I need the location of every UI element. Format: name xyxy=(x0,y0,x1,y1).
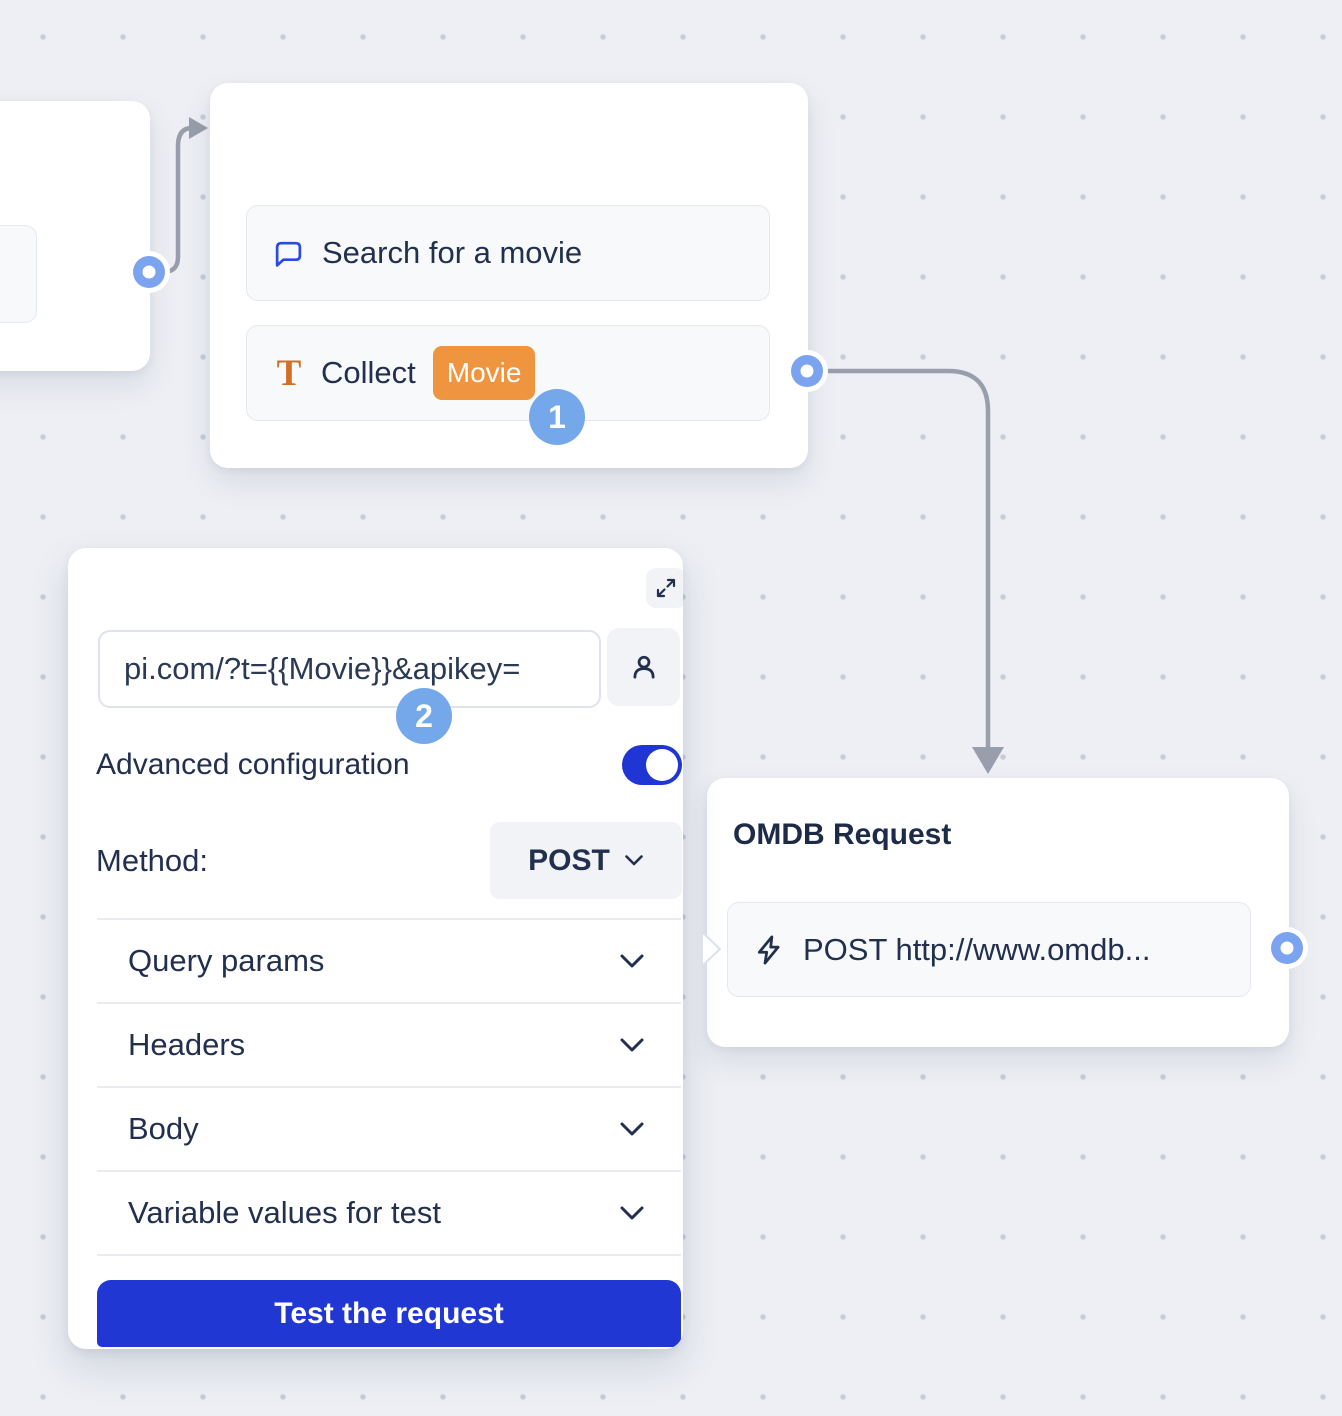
url-input[interactable] xyxy=(98,630,601,708)
omdb-request-title: OMDB Request xyxy=(733,818,952,851)
movie-search-collect-item[interactable]: T Collect Movie xyxy=(246,325,770,421)
variable-chip-movie: Movie xyxy=(432,346,536,400)
expand-button[interactable] xyxy=(646,568,683,608)
section-query-params[interactable]: Query params xyxy=(97,918,681,1002)
method-dropdown[interactable]: POST xyxy=(490,822,682,899)
movie-search-node-card[interactable]: Movie search Search for a movie T Collec… xyxy=(210,83,808,468)
edge-previous-to-movie-search xyxy=(146,125,195,275)
section-body[interactable]: Body xyxy=(97,1086,681,1170)
section-label: Query params xyxy=(128,943,325,978)
section-label: Variable values for test xyxy=(128,1195,442,1230)
collect-item-label: Collect xyxy=(321,355,416,390)
webhook-editor-panel: Advanced configuration Method: POST Quer… xyxy=(68,548,683,1349)
advanced-configuration-row: Advanced configuration xyxy=(96,743,682,787)
previous-node-item[interactable] xyxy=(0,225,37,323)
advanced-configuration-toggle[interactable] xyxy=(622,745,682,785)
arrowhead-right-icon xyxy=(189,117,208,139)
chevron-down-icon xyxy=(620,1206,644,1220)
chevron-down-icon xyxy=(620,1122,644,1136)
chevron-down-icon xyxy=(620,954,644,968)
edge-movie-search-to-omdb xyxy=(804,368,991,753)
section-headers[interactable]: Headers xyxy=(97,1002,681,1086)
test-request-button[interactable]: Test the request xyxy=(97,1280,681,1347)
movie-search-question-item[interactable]: Search for a movie xyxy=(246,205,770,301)
person-icon xyxy=(633,655,654,679)
method-value: POST xyxy=(528,843,610,877)
lightning-icon xyxy=(757,934,780,965)
method-label: Method: xyxy=(96,842,209,878)
step-badge-2: 2 xyxy=(396,688,452,744)
text-collect-icon: T xyxy=(276,352,302,394)
chat-bubble-icon xyxy=(275,241,302,267)
omdb-request-node-card[interactable]: OMDB Request POST http://www.omdb... xyxy=(707,778,1289,1047)
step-badge-1: 1 xyxy=(529,389,585,445)
chevron-down-icon xyxy=(625,855,643,866)
method-row: Method: POST xyxy=(96,822,682,899)
config-sections: Query params Headers Body Variable value… xyxy=(97,918,681,1256)
section-label: Body xyxy=(128,1111,199,1146)
advanced-configuration-label: Advanced configuration xyxy=(96,748,410,781)
chevron-down-icon xyxy=(620,1038,644,1052)
section-label: Headers xyxy=(128,1027,246,1062)
arrowhead-down-icon xyxy=(972,747,1004,774)
expand-icon xyxy=(656,578,676,598)
toggle-knob xyxy=(646,749,678,781)
omdb-item-label: POST http://www.omdb... xyxy=(803,931,1151,967)
section-variable-values[interactable]: Variable values for test xyxy=(97,1170,681,1256)
insert-variable-button[interactable] xyxy=(607,628,680,706)
question-item-label: Search for a movie xyxy=(322,235,583,270)
previous-node-card[interactable] xyxy=(0,101,150,371)
omdb-webhook-item[interactable]: POST http://www.omdb... xyxy=(727,902,1251,997)
